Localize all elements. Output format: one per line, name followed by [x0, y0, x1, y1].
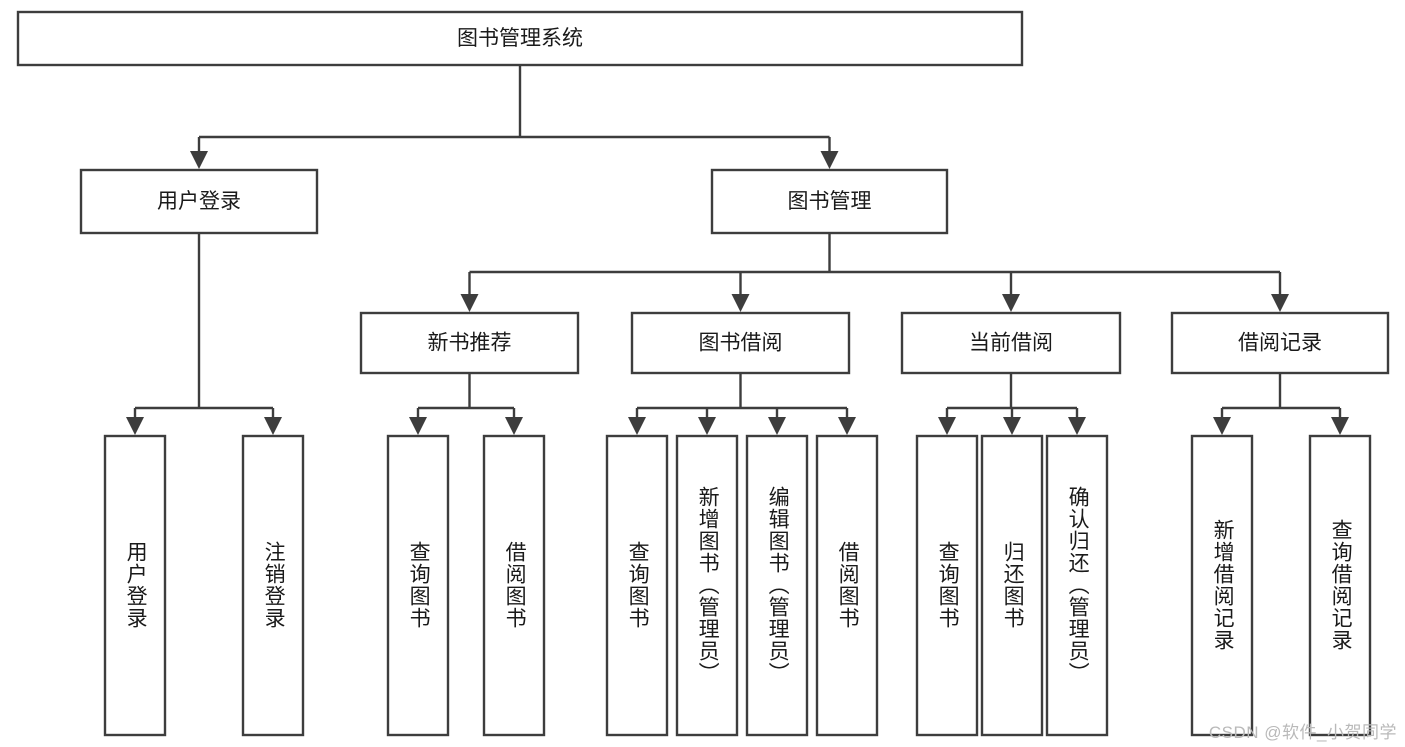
arrow-head-icon — [1213, 417, 1231, 435]
node-rect[interactable] — [359, 311, 580, 375]
node-rect[interactable] — [745, 434, 809, 737]
node-leaf-user-login[interactable] — [103, 434, 167, 737]
node-leaf-borrow-book-1[interactable] — [482, 434, 546, 737]
arrow-head-icon — [838, 417, 856, 435]
node-rect[interactable] — [79, 168, 319, 235]
node-label: 用户登录 — [157, 190, 241, 213]
node-current-borrow[interactable]: 当前借阅 — [900, 311, 1122, 375]
arrow-head-icon — [1002, 294, 1020, 312]
node-leaf-borrow-book-2[interactable] — [815, 434, 879, 737]
arrow-head-icon — [820, 151, 839, 169]
node-rect[interactable] — [980, 434, 1044, 737]
node-rect[interactable] — [482, 434, 546, 737]
node-book-borrow[interactable]: 图书借阅 — [630, 311, 851, 375]
node-user-login[interactable]: 用户登录 — [79, 168, 319, 235]
edges-layer — [126, 65, 1349, 435]
node-rect[interactable] — [386, 434, 450, 737]
node-leaf-query-record[interactable] — [1308, 434, 1372, 737]
edge-group-borrow-record — [1213, 373, 1349, 435]
node-book-manage[interactable]: 图书管理 — [710, 168, 949, 235]
node-borrow-record[interactable]: 借阅记录 — [1170, 311, 1390, 375]
arrow-head-icon — [1271, 294, 1289, 312]
arrow-head-icon — [698, 417, 716, 435]
node-leaf-logout[interactable] — [241, 434, 305, 737]
node-leaf-query-book-3[interactable] — [915, 434, 979, 737]
arrow-head-icon — [264, 417, 282, 435]
node-rect[interactable] — [241, 434, 305, 737]
node-leaf-add-record[interactable] — [1190, 434, 1254, 737]
arrow-head-icon — [1331, 417, 1349, 435]
edge-group-book-borrow — [628, 373, 856, 435]
arrow-head-icon — [126, 417, 144, 435]
node-label: 图书管理系统 — [457, 27, 583, 50]
node-rect[interactable] — [1190, 434, 1254, 737]
edge-group-root — [190, 65, 839, 169]
arrow-head-icon — [505, 417, 523, 435]
node-label: 新书推荐 — [428, 332, 512, 355]
arrow-head-icon — [1068, 417, 1086, 435]
node-rect[interactable] — [675, 434, 739, 737]
node-new-book-rec[interactable]: 新书推荐 — [359, 311, 580, 375]
node-label: 图书借阅 — [699, 332, 783, 355]
node-rect[interactable] — [915, 434, 979, 737]
node-rect[interactable] — [605, 434, 669, 737]
node-leaf-query-book-2[interactable] — [605, 434, 669, 737]
edge-group-current-borrow — [938, 373, 1086, 435]
node-rect[interactable] — [1170, 311, 1390, 375]
node-rect[interactable] — [103, 434, 167, 737]
node-leaf-return-book[interactable] — [980, 434, 1044, 737]
node-rect[interactable] — [710, 168, 949, 235]
arrow-head-icon — [1003, 417, 1021, 435]
node-label: 借阅记录 — [1238, 332, 1322, 355]
arrow-head-icon — [768, 417, 786, 435]
edge-group-new-book-rec — [409, 373, 523, 435]
arrow-head-icon — [628, 417, 646, 435]
watermark-text: CSDN @软件_小贺同学 — [1208, 723, 1397, 742]
node-rect[interactable] — [16, 10, 1024, 67]
node-rect[interactable] — [815, 434, 879, 737]
edge-group-user-login — [126, 233, 282, 435]
edge-group-book-manage — [460, 233, 1289, 312]
arrow-head-icon — [409, 417, 427, 435]
arrow-head-icon — [190, 151, 208, 169]
node-rect[interactable] — [1045, 434, 1109, 737]
arrow-head-icon — [731, 294, 750, 312]
node-label: 图书管理 — [788, 190, 872, 213]
node-leaf-add-book[interactable] — [675, 434, 739, 737]
node-rect[interactable] — [630, 311, 851, 375]
node-leaf-edit-book[interactable] — [745, 434, 809, 737]
node-label: 当前借阅 — [969, 332, 1053, 355]
arrow-head-icon — [460, 294, 479, 312]
node-leaf-query-book-1[interactable] — [386, 434, 450, 737]
arrow-head-icon — [938, 417, 956, 435]
node-rect[interactable] — [900, 311, 1122, 375]
node-leaf-confirm-return[interactable] — [1045, 434, 1109, 737]
node-root-book-management-system[interactable]: 图书管理系统 — [16, 10, 1024, 67]
node-rect[interactable] — [1308, 434, 1372, 737]
